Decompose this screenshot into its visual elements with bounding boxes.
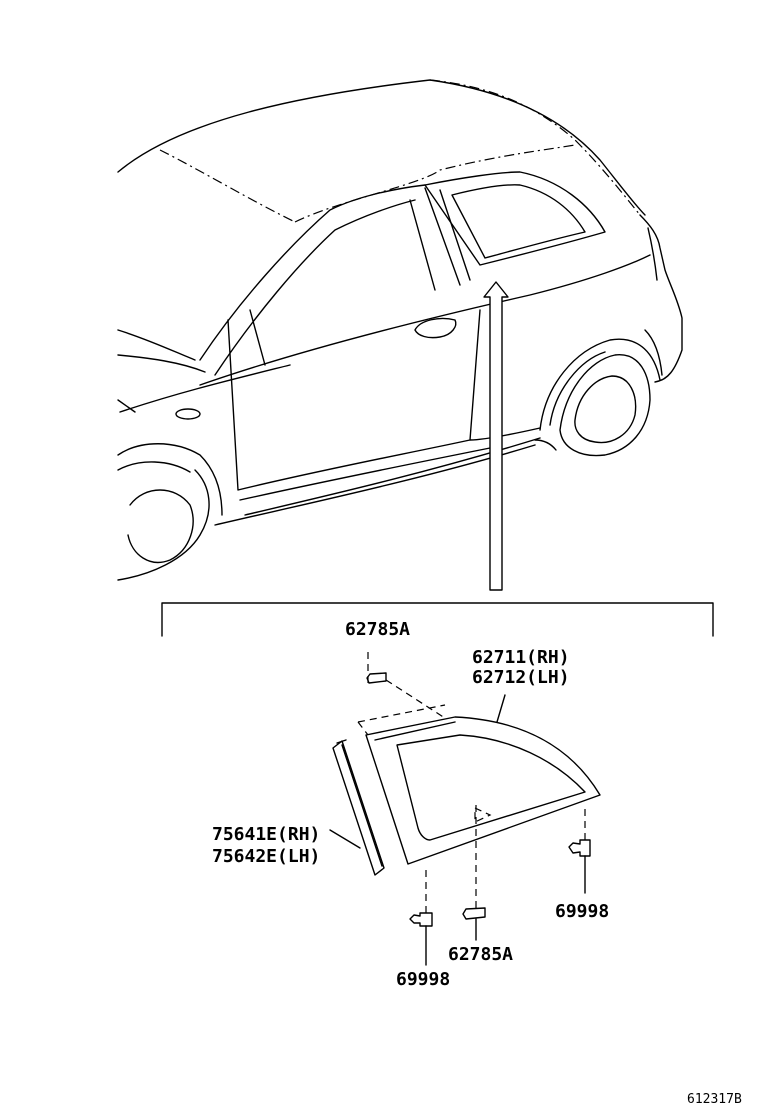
fastener-69998-right (568, 808, 591, 894)
clip-62785a-bottom (462, 805, 486, 941)
callout-weatherstrip-lh: 75642E(LH) (212, 846, 320, 867)
locator-arrow (483, 281, 509, 591)
callout-glass-lh: 62712(LH) (472, 667, 570, 688)
callout-weatherstrip-rh: 75641E(RH) (212, 824, 320, 845)
clip-62785a-top (366, 650, 449, 721)
fastener-69998-left (409, 865, 433, 966)
figure-id: 612317B (687, 1092, 742, 1107)
callout-glass-rh: 62711(RH) (472, 647, 570, 668)
assembly-bracket (161, 602, 714, 637)
callout-fastener-left: 69998 (396, 969, 450, 990)
callout-fastener-right: 69998 (555, 901, 609, 922)
quarter-window-glass (357, 694, 601, 865)
callout-clip-bottom: 62785A (448, 944, 513, 965)
car-body-illustration (117, 79, 683, 581)
callout-clip-top: 62785A (345, 619, 410, 640)
weatherstrip-strip (329, 739, 385, 876)
